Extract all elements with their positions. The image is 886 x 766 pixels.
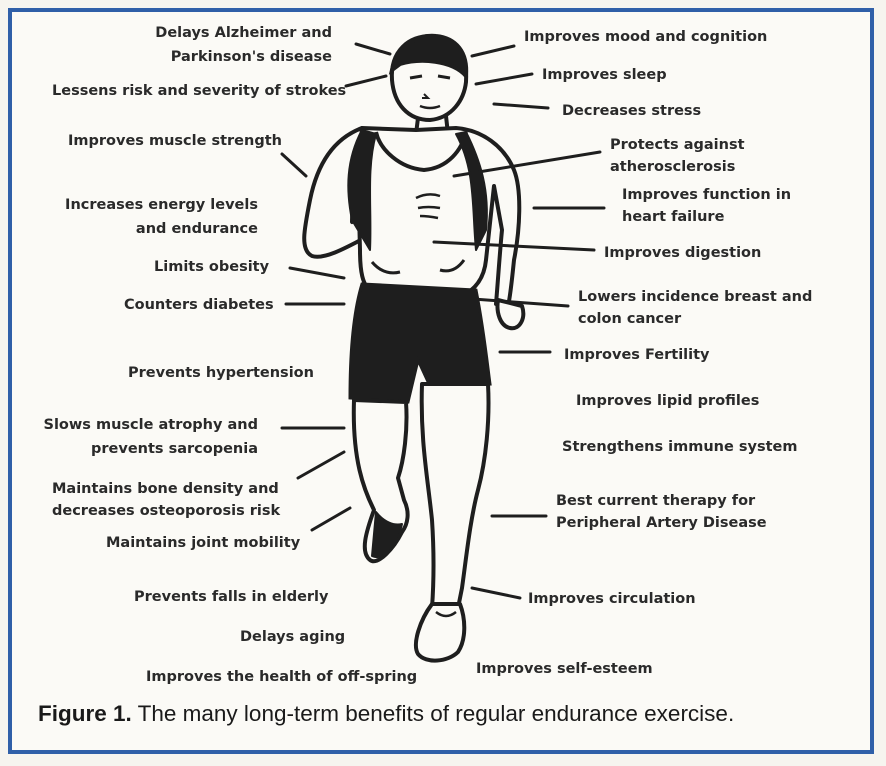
label-lessens-strokes: Lessens risk and severity of strokes xyxy=(52,80,346,102)
caption-label: Figure 1. xyxy=(38,701,132,726)
label-improves-sleep: Improves sleep xyxy=(542,64,667,86)
label-osteoporosis: decreases osteoporosis risk xyxy=(52,500,280,522)
label-limits-obesity: Limits obesity xyxy=(154,256,269,278)
label-delays-alzheimer: Delays Alzheimer and xyxy=(120,22,332,44)
label-sarcopenia: prevents sarcopenia xyxy=(40,438,258,460)
runner-head xyxy=(392,36,466,134)
label-muscle-strength: Improves muscle strength xyxy=(68,130,282,152)
label-offspring-health: Improves the health of off-spring xyxy=(146,666,417,688)
label-improves-digestion: Improves digestion xyxy=(604,242,761,264)
label-best-therapy: Best current therapy for xyxy=(556,490,755,512)
label-prevents-falls: Prevents falls in elderly xyxy=(134,586,328,608)
label-atherosclerosis: atherosclerosis xyxy=(610,156,735,178)
label-improves-circulation: Improves circulation xyxy=(528,588,696,610)
label-lowers-incidence: Lowers incidence breast and xyxy=(578,286,812,308)
label-function-in: Improves function in xyxy=(622,184,791,206)
label-parkinsons: Parkinson's disease xyxy=(120,46,332,68)
label-prevents-hypertension: Prevents hypertension xyxy=(128,362,314,384)
label-mood-cognition: Improves mood and cognition xyxy=(524,26,767,48)
label-slows-atrophy: Slows muscle atrophy and xyxy=(40,414,258,436)
figure-caption: Figure 1. The many long-term benefits of… xyxy=(38,700,818,727)
label-delays-aging: Delays aging xyxy=(240,626,345,648)
label-self-esteem: Improves self-esteem xyxy=(476,658,653,680)
label-protects-against: Protects against xyxy=(610,134,745,156)
label-peripheral-artery: Peripheral Artery Disease xyxy=(556,512,767,534)
label-improves-fertility: Improves Fertility xyxy=(564,344,710,366)
label-colon-cancer: colon cancer xyxy=(578,308,681,330)
label-joint-mobility: Maintains joint mobility xyxy=(106,532,300,554)
label-energy-levels: Increases energy levels xyxy=(60,194,258,216)
label-heart-failure: heart failure xyxy=(622,206,724,228)
label-decreases-stress: Decreases stress xyxy=(562,100,701,122)
label-bone-density: Maintains bone density and xyxy=(52,478,279,500)
label-immune-system: Strengthens immune system xyxy=(562,436,797,458)
label-endurance: and endurance xyxy=(60,218,258,240)
runner-legs xyxy=(354,384,489,661)
caption-text: The many long-term benefits of regular e… xyxy=(138,701,735,726)
label-counters-diabetes: Counters diabetes xyxy=(124,294,274,316)
label-lipid-profiles: Improves lipid profiles xyxy=(576,390,759,412)
